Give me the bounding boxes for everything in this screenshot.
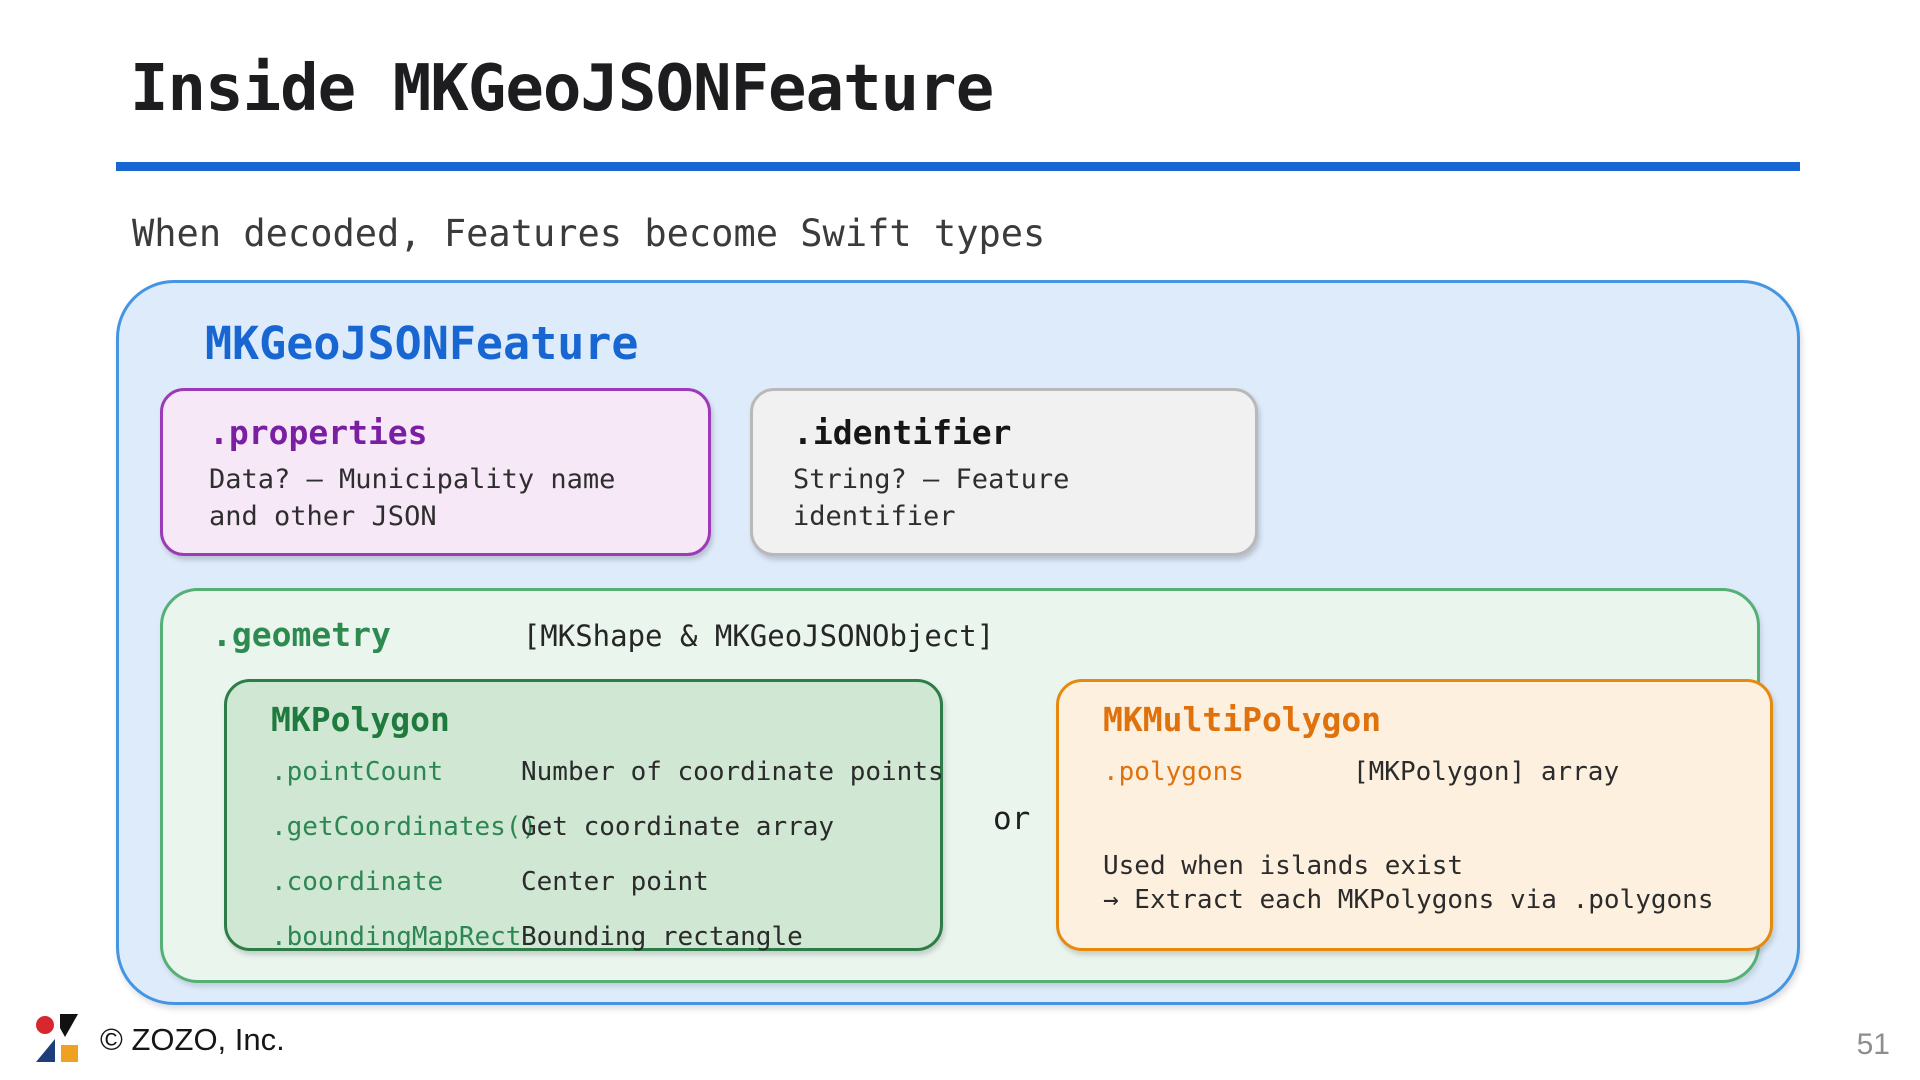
note-line-1: Used when islands exist [1103,851,1464,881]
member-description: Get coordinate array [521,812,835,842]
member-name: .polygons [1103,757,1244,787]
mkpolygon-label: MKPolygon [271,700,450,739]
mkmultipolygon-label: MKMultiPolygon [1103,700,1382,739]
mkpolygon-members: .pointCount Number of coordinate points … [271,757,944,952]
identifier-box: .identifier String? — Feature identifier [750,388,1258,556]
page-number: 51 [1856,1028,1890,1061]
note-line-2: → Extract each MKPolygons via .polygons [1103,885,1714,915]
member-name: .getCoordinates() [271,812,538,842]
or-label: or [993,801,1031,837]
copyright-text: © ZOZO, Inc. [100,1022,285,1057]
zozo-logo-icon [36,1014,78,1062]
title-underline [116,162,1800,171]
identifier-label: .identifier [793,413,1012,452]
mkmultipolygon-members: .polygons [MKPolygon] array [1103,757,1770,787]
member-description: Bounding rectangle [521,922,803,952]
identifier-description: String? — Feature identifier [793,464,1070,532]
geometry-type-annotation: [MKShape & MKGeoJSONObject] [522,619,995,653]
mkmultipolygon-box: MKMultiPolygon .polygons [MKPolygon] arr… [1056,679,1773,951]
properties-label: .properties [209,413,428,452]
member-description: [MKPolygon] array [1353,757,1620,787]
mkpolygon-box: MKPolygon .pointCount Number of coordina… [224,679,944,952]
mkmultipolygon-note: Used when islands exist → Extract each M… [1103,849,1770,917]
member-name: .coordinate [271,867,444,897]
member-name: .boundingMapRect [271,922,522,952]
geometry-header: .geometry [MKShape & MKGeoJSONObject] [212,615,994,654]
geometry-label: .geometry [212,615,391,654]
properties-description: Data? — Municipality name and other JSON [209,464,616,532]
member-name: .pointCount [271,757,444,787]
properties-box: .properties Data? — Municipality name an… [160,388,711,556]
member-description: Center point [521,867,709,897]
page-title: Inside MKGeoJSONFeature [130,52,994,126]
mkgeojsonfeature-box: MKGeoJSONFeature .properties Data? — Mun… [116,280,1800,1005]
mkgeojsonfeature-label: MKGeoJSONFeature [205,317,639,370]
member-description: Number of coordinate points [521,757,944,787]
slide-subtitle: When decoded, Features become Swift type… [132,212,1046,255]
geometry-box: .geometry [MKShape & MKGeoJSONObject] MK… [160,588,1773,983]
